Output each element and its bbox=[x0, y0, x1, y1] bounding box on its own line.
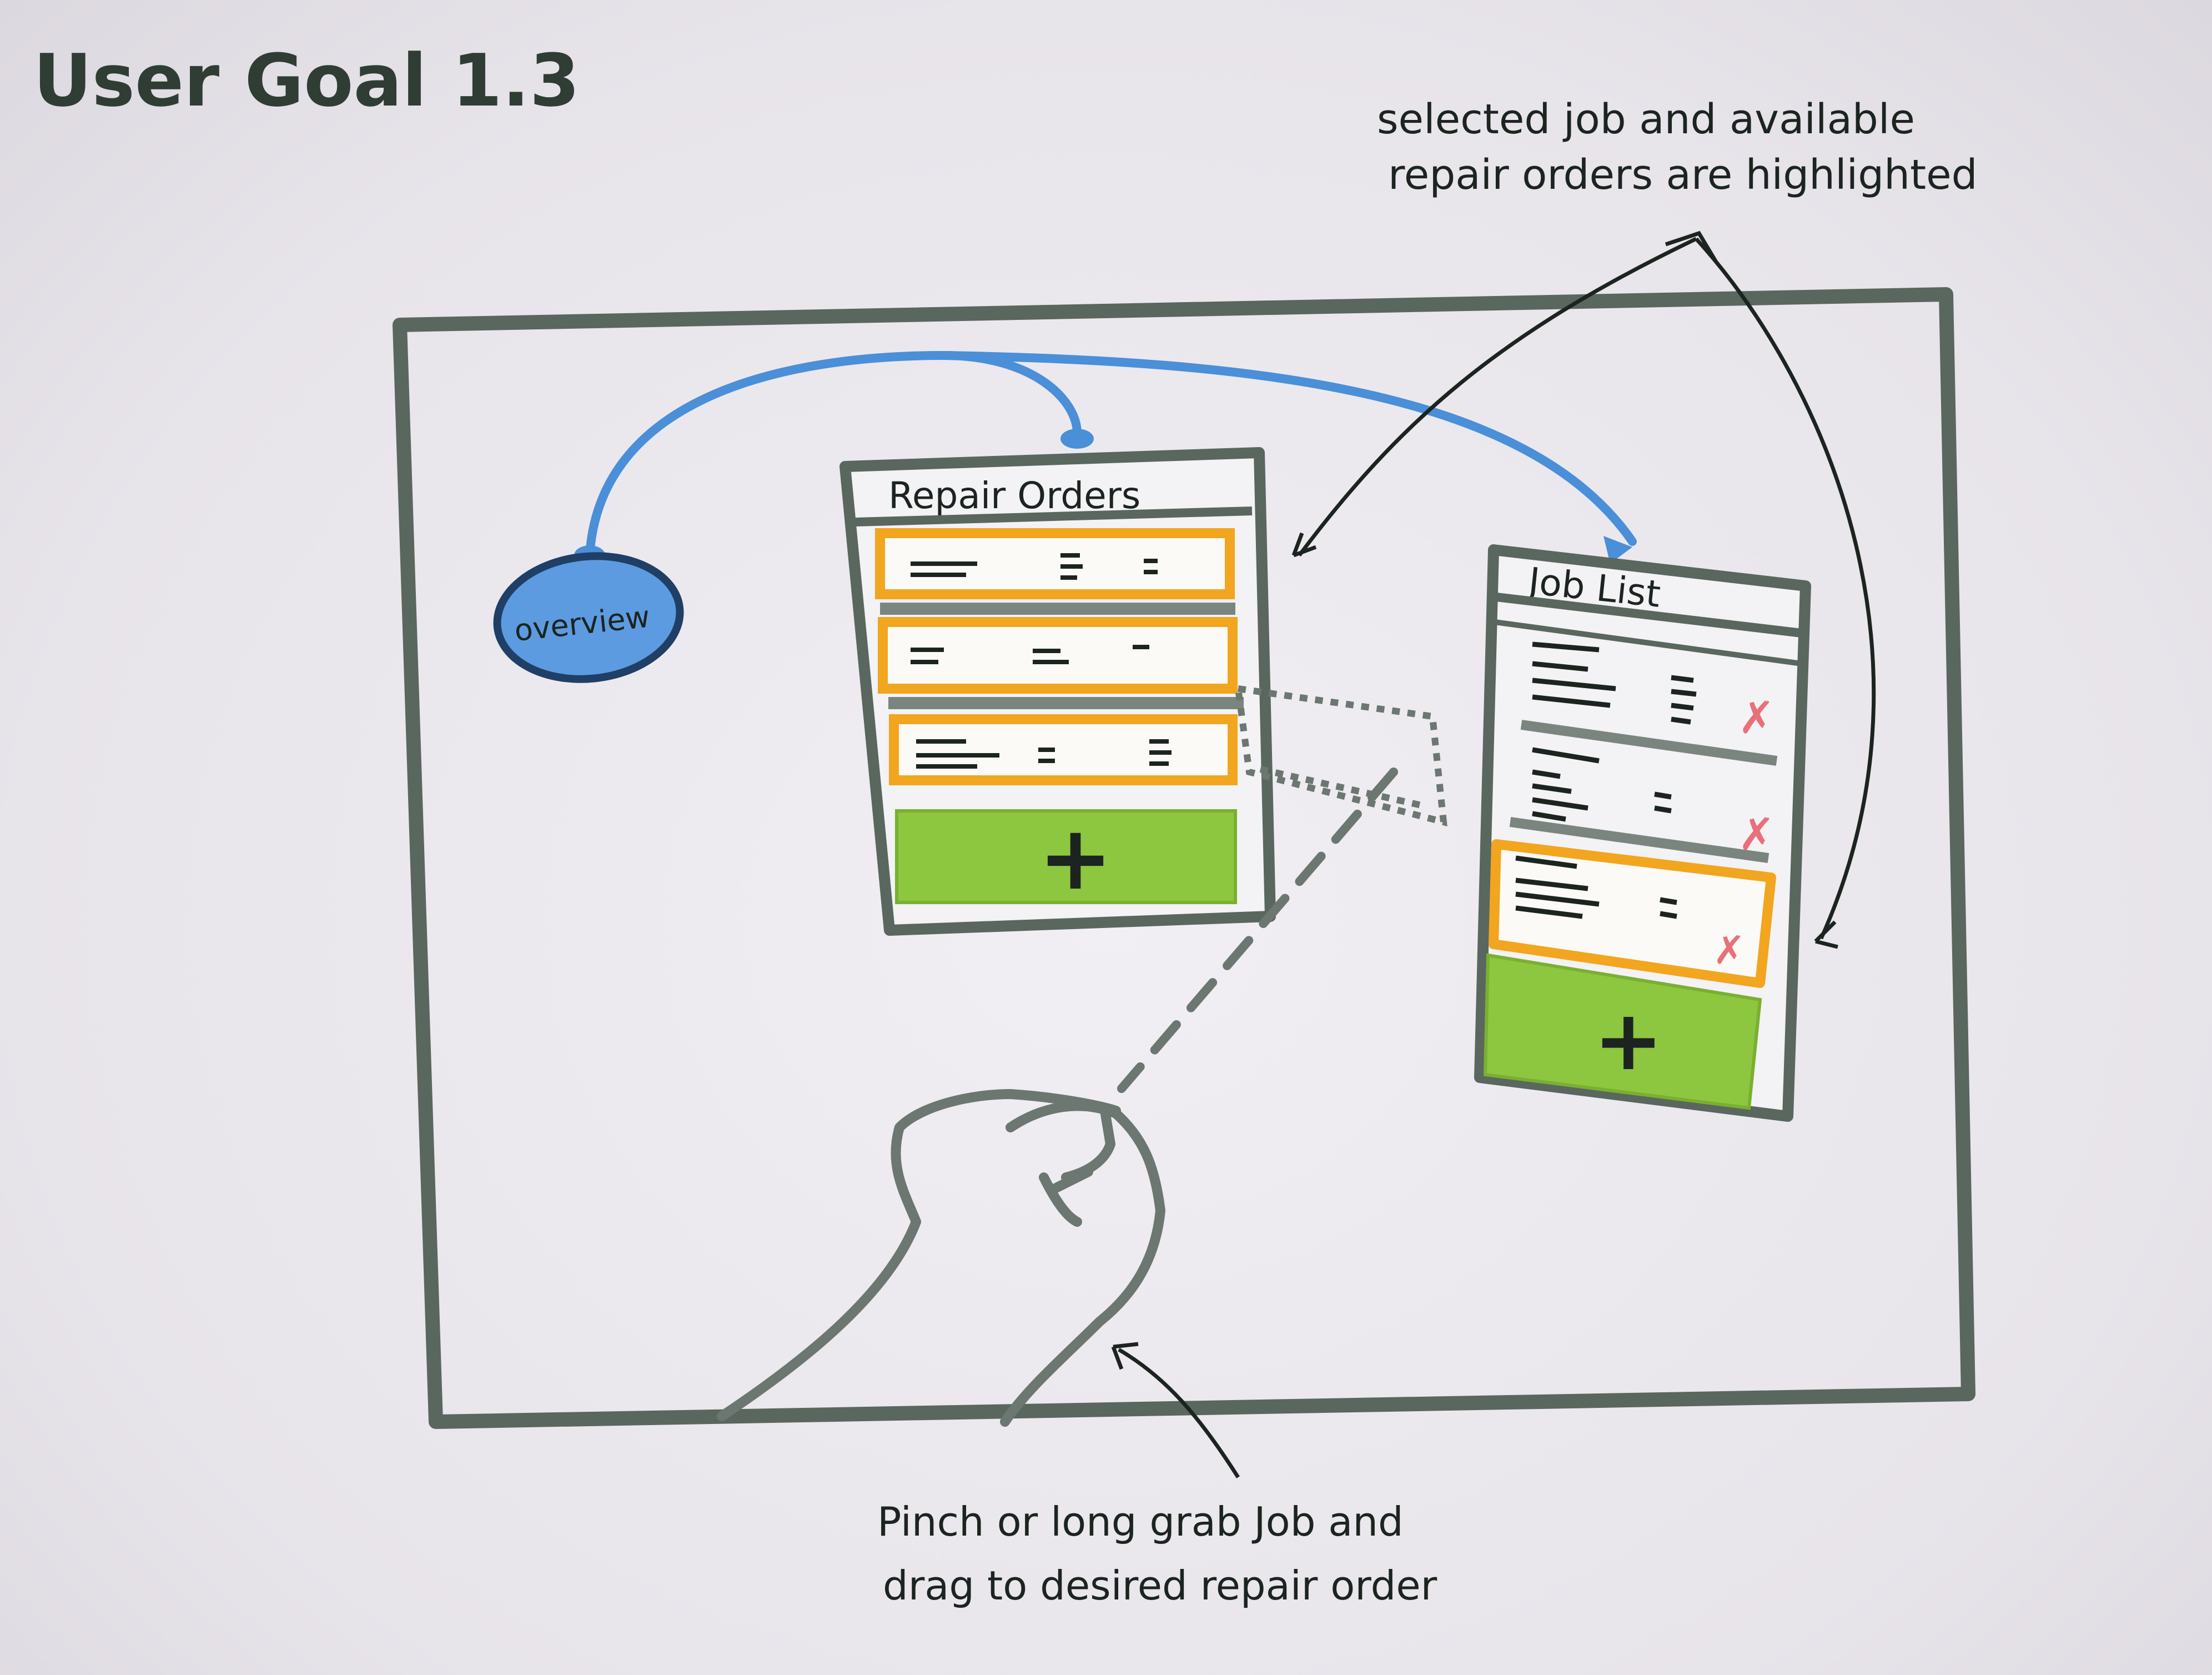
remove-icon[interactable]: ✗ bbox=[1738, 692, 1775, 744]
connector-anchor-repair-orders bbox=[1060, 429, 1094, 449]
plus-icon: + bbox=[1038, 806, 1113, 910]
connector-to-job-list bbox=[939, 351, 1637, 546]
annotation-gesture-line2: drag to desired repair order bbox=[883, 1562, 1437, 1609]
repair-order-row[interactable] bbox=[875, 528, 1235, 599]
overview-node[interactable]: overview bbox=[491, 547, 686, 688]
arrow-to-repair-orders bbox=[1298, 237, 1697, 557]
connector-overview-to-repair-orders bbox=[585, 350, 1082, 560]
row-divider bbox=[1509, 817, 1769, 863]
arrowhead-repair-orders bbox=[1291, 532, 1317, 558]
repair-orders-title: Repair Orders bbox=[888, 474, 1140, 517]
arrow-fork bbox=[1665, 230, 1718, 262]
page-title: User Goal 1.3 bbox=[33, 38, 580, 123]
pointer-ray bbox=[1117, 768, 1398, 1093]
row-divider bbox=[880, 603, 1235, 615]
job-row[interactable]: ✗ bbox=[1532, 641, 1775, 744]
annotation-highlight-line2: repair orders are highlighted bbox=[1388, 151, 1978, 199]
repair-orders-panel: Repair Orders + bbox=[839, 447, 1276, 936]
drag-ghost-outline-inner bbox=[1259, 766, 1422, 809]
drag-ghost-outline bbox=[1234, 684, 1447, 826]
row-divider bbox=[888, 697, 1244, 709]
job-list-add-button[interactable]: + bbox=[1483, 953, 1762, 1110]
plus-icon: + bbox=[1593, 992, 1663, 1089]
remove-icon[interactable]: ✗ bbox=[1713, 927, 1746, 973]
annotation-highlight-line1: selected job and available bbox=[1377, 96, 1915, 143]
job-list-panel: Job List ✗ ✗ ✗ + bbox=[1474, 544, 1811, 1122]
arrowhead-hand bbox=[1111, 1342, 1139, 1370]
row-divider bbox=[1520, 720, 1778, 766]
job-row-selected[interactable]: ✗ bbox=[1489, 839, 1776, 988]
repair-orders-add-button[interactable]: + bbox=[895, 806, 1237, 910]
annotation-gesture-line1: Pinch or long grab Job and bbox=[877, 1498, 1404, 1545]
pinch-hand-sketch bbox=[717, 1089, 1165, 1427]
connector-arrowhead-job-list bbox=[1603, 536, 1632, 564]
repair-order-row[interactable] bbox=[889, 714, 1238, 785]
repair-order-row[interactable] bbox=[878, 617, 1238, 694]
arrow-to-job-list bbox=[1695, 237, 1876, 940]
arrowhead-job-list bbox=[1814, 920, 1838, 949]
device-screen-frame bbox=[393, 287, 1975, 1429]
arrow-to-hand bbox=[1118, 1347, 1240, 1478]
